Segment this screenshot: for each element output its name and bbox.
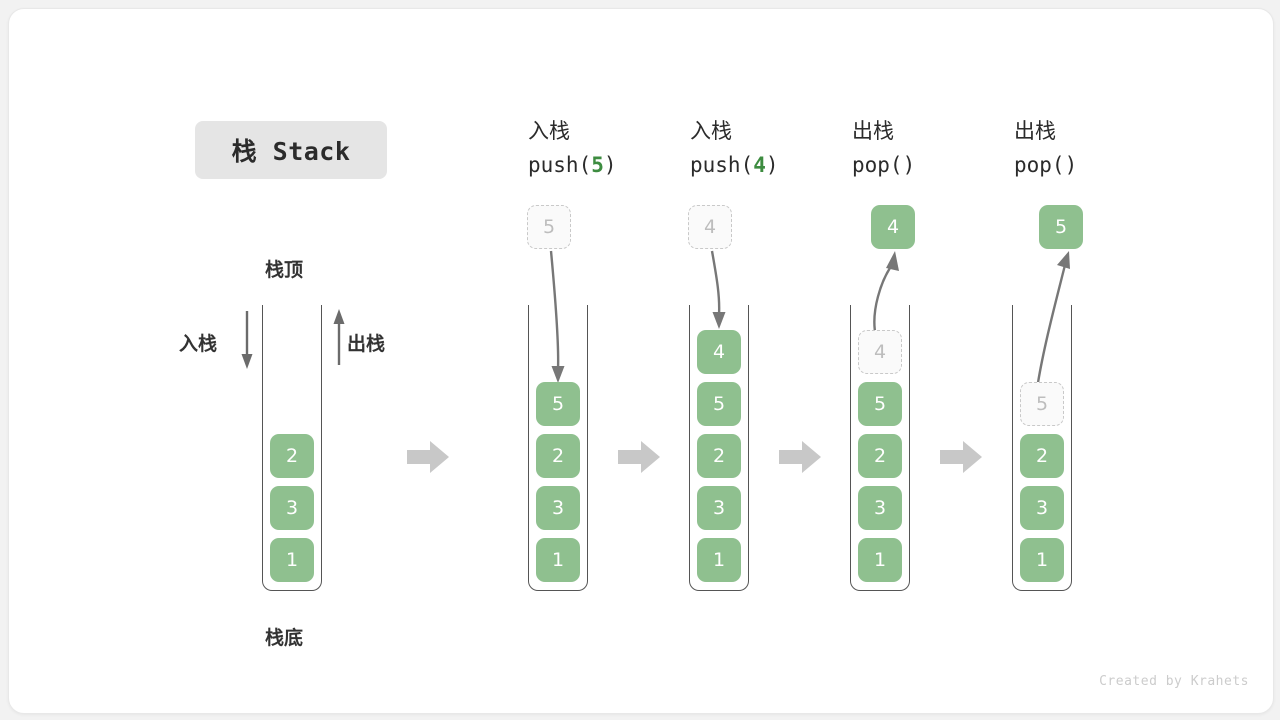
stack-cell: 3 — [858, 486, 902, 530]
column-header-code: push(5) — [528, 153, 617, 177]
stack-cell: 2 — [536, 434, 580, 478]
column-header-push-5: 入栈 push(5) — [528, 114, 617, 182]
diagram-title-badge: 栈 Stack — [195, 121, 387, 179]
stack-cell: 4 — [697, 330, 741, 374]
stack-tube-pop-2 — [1012, 305, 1072, 591]
stack-top-label: 栈顶 — [265, 259, 304, 281]
popped-element-ghost: 5 — [1020, 382, 1064, 426]
stack-cell: 5 — [858, 382, 902, 426]
stack-tube-pop-1 — [850, 305, 910, 591]
stack-cell: 3 — [270, 486, 314, 530]
pop-flow-arrow-icon — [873, 251, 899, 338]
pop-flow-arrow-icon — [1035, 251, 1070, 390]
push-direction-arrow-icon — [241, 311, 253, 369]
stack-cell: 1 — [858, 538, 902, 582]
stack-cell: 3 — [697, 486, 741, 530]
pop-direction-arrow-icon — [333, 309, 345, 365]
popped-element-ghost: 4 — [858, 330, 902, 374]
stack-cell: 2 — [858, 434, 902, 478]
popped-element-result: 5 — [1039, 205, 1083, 249]
column-header-code: pop() — [1014, 153, 1078, 177]
column-header-cn: 入栈 — [528, 119, 570, 143]
popped-element-result: 4 — [871, 205, 915, 249]
stack-cell: 3 — [1020, 486, 1064, 530]
column-header-code: pop() — [852, 153, 916, 177]
stack-cell: 2 — [1020, 434, 1064, 478]
incoming-element-ghost: 5 — [527, 205, 571, 249]
diagram-card: 栈 Stack 栈顶 入栈 出栈 2 3 1 栈底 入栈 push(5) 5 5… — [8, 8, 1274, 714]
column-header-pop-2: 出栈 pop() — [1014, 114, 1077, 182]
stack-bottom-label: 栈底 — [265, 627, 304, 649]
pop-direction-label: 出栈 — [347, 333, 386, 355]
column-header-code: push(4) — [690, 153, 779, 177]
column-header-cn: 出栈 — [852, 119, 894, 143]
push-flow-arrow-icon — [710, 250, 726, 329]
step-arrow-icon — [407, 441, 449, 473]
column-header-cn: 出栈 — [1014, 119, 1056, 143]
stack-cell: 1 — [697, 538, 741, 582]
incoming-element-ghost: 4 — [688, 205, 732, 249]
stack-cell: 5 — [536, 382, 580, 426]
stack-tube-push-4 — [689, 305, 749, 591]
stack-tube-push-5 — [528, 305, 588, 591]
column-header-pop-1: 出栈 pop() — [852, 114, 915, 182]
step-arrow-icon — [779, 441, 821, 473]
push-direction-label: 入栈 — [179, 333, 218, 355]
credit-text: Created by Krahets — [1099, 674, 1249, 689]
stack-tube-initial — [262, 305, 322, 591]
push-flow-arrow-icon — [549, 250, 565, 383]
stack-cell: 1 — [270, 538, 314, 582]
step-arrow-icon — [940, 441, 982, 473]
stack-cell: 1 — [1020, 538, 1064, 582]
stack-cell: 3 — [536, 486, 580, 530]
stack-cell: 2 — [697, 434, 741, 478]
column-header-cn: 入栈 — [690, 119, 732, 143]
stack-cell: 5 — [697, 382, 741, 426]
step-arrow-icon — [618, 441, 660, 473]
column-header-push-4: 入栈 push(4) — [690, 114, 779, 182]
stack-cell: 1 — [536, 538, 580, 582]
stack-cell: 2 — [270, 434, 314, 478]
